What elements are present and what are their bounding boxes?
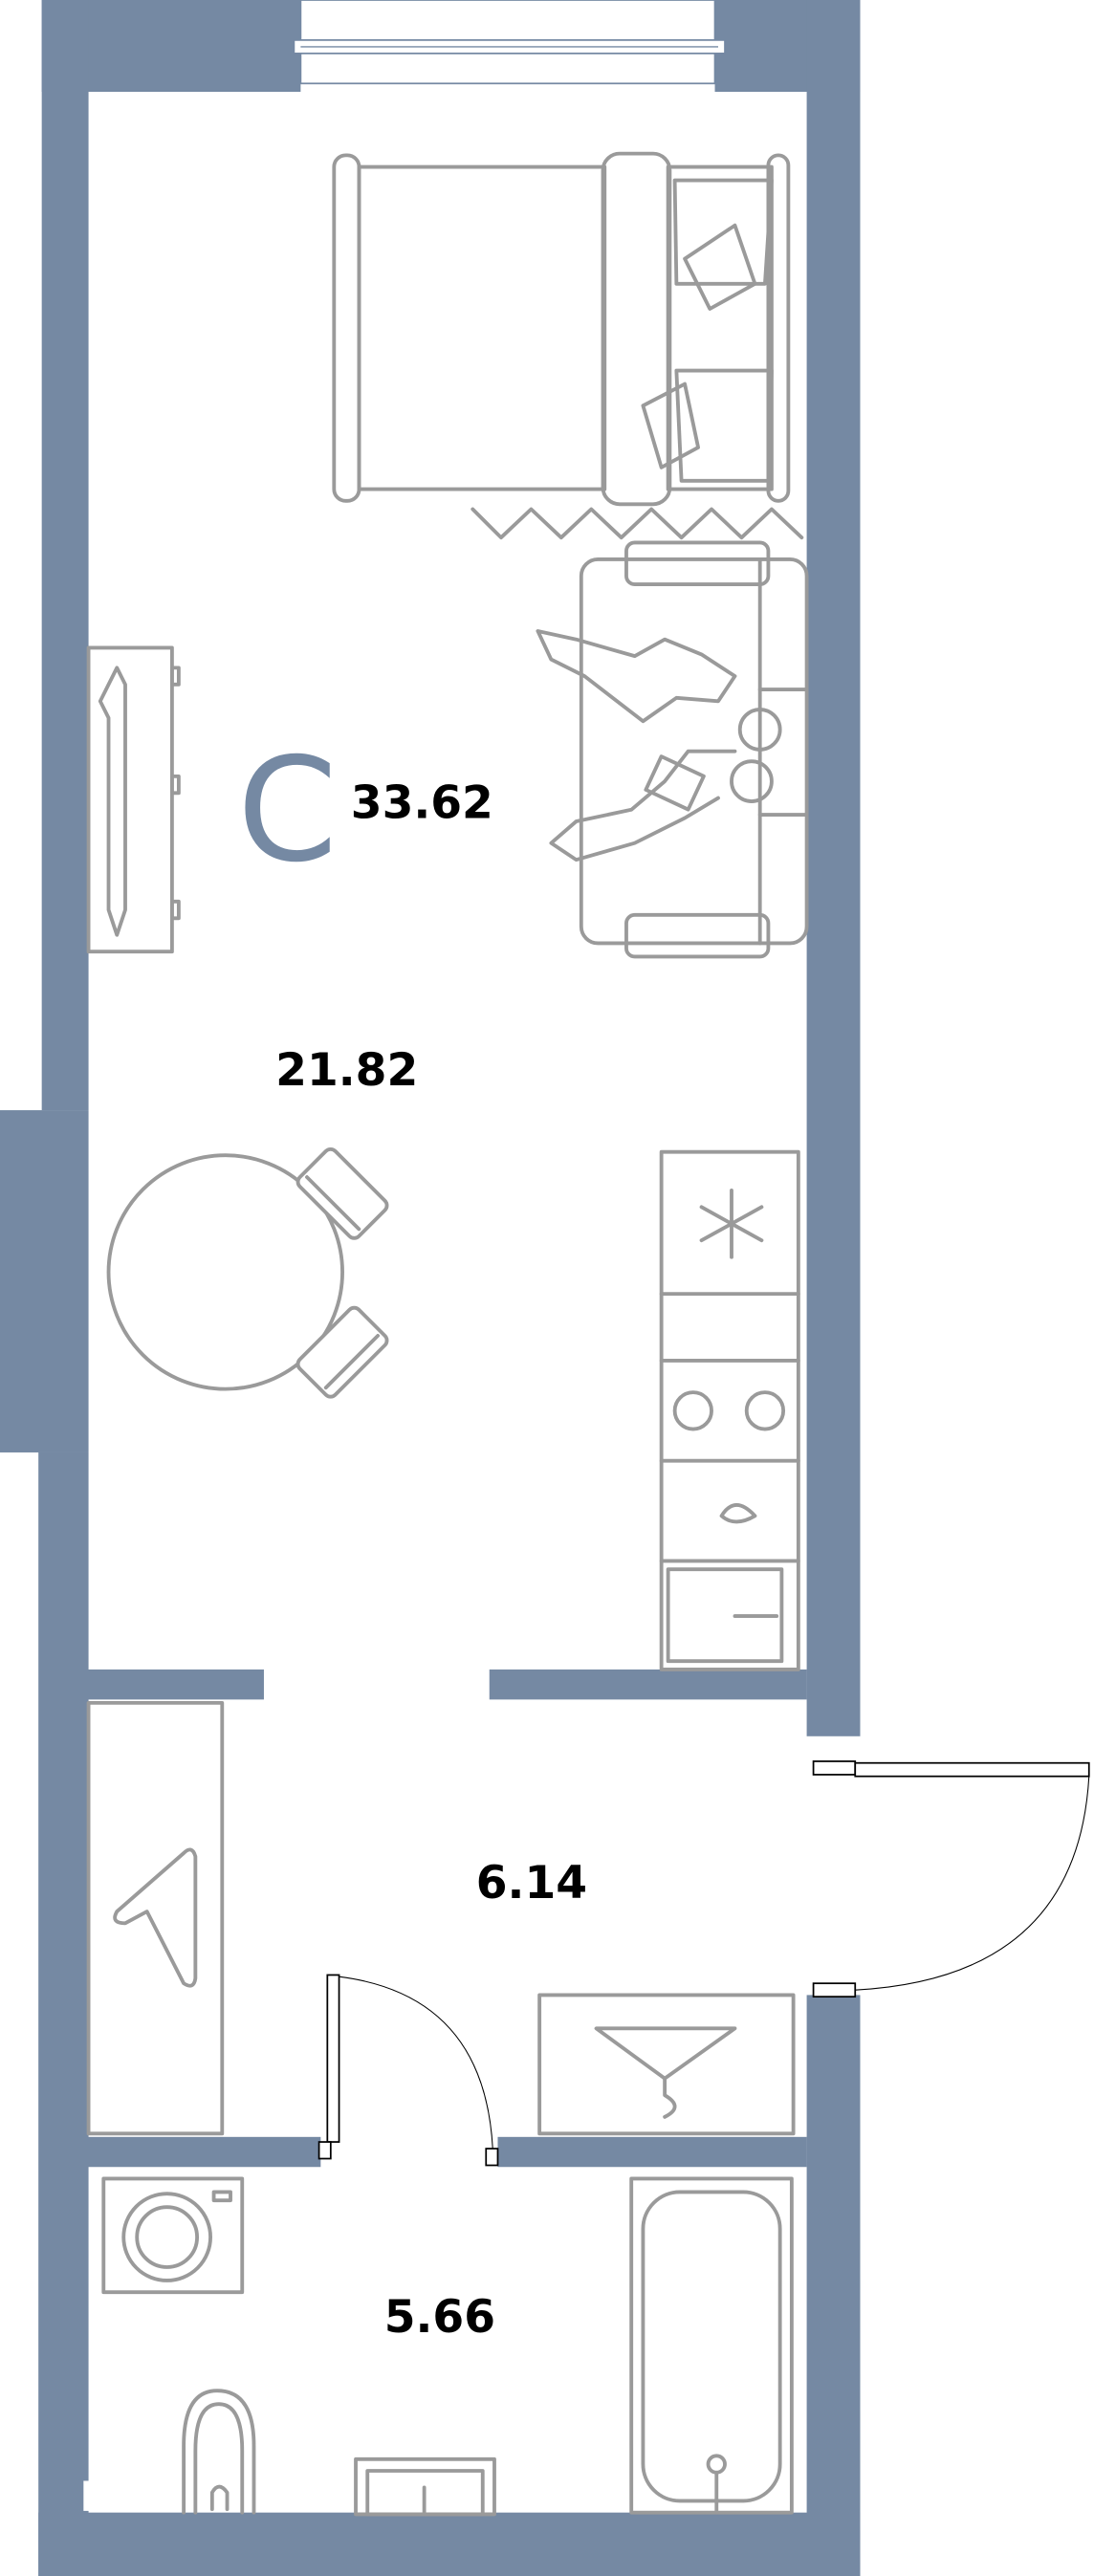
sink — [354, 2456, 496, 2517]
snowflake-icon — [699, 1188, 764, 1259]
bed — [332, 151, 791, 507]
kitchen-unit — [659, 1149, 800, 1671]
rug-edge — [470, 507, 804, 540]
living-area-label: 21.82 — [275, 1044, 418, 1097]
total-area-label: 33.62 — [351, 777, 493, 830]
wardrobe-left — [86, 1700, 225, 2136]
hallway-area-label: 6.14 — [476, 1857, 587, 1910]
bathroom-area-label: 5.66 — [384, 2291, 495, 2344]
bathroom-door[interactable] — [317, 1974, 499, 2167]
entry-door[interactable] — [812, 1760, 1090, 1998]
walls — [0, 0, 861, 2576]
tv-unit — [86, 645, 181, 954]
wardrobe-right — [537, 1993, 796, 2136]
bathtub — [629, 2176, 794, 2515]
window — [293, 0, 726, 85]
sofa — [579, 540, 809, 959]
people-figures — [536, 629, 782, 862]
pillow-icon — [672, 178, 774, 286]
dining-table — [106, 1146, 389, 1399]
washing-machine — [101, 2176, 245, 2295]
burner-icon — [672, 1390, 713, 1431]
hanger-icon — [594, 2026, 737, 2081]
toilet — [182, 2389, 256, 2515]
hanger-icon — [113, 1847, 198, 1988]
class-marker: C — [237, 728, 338, 894]
